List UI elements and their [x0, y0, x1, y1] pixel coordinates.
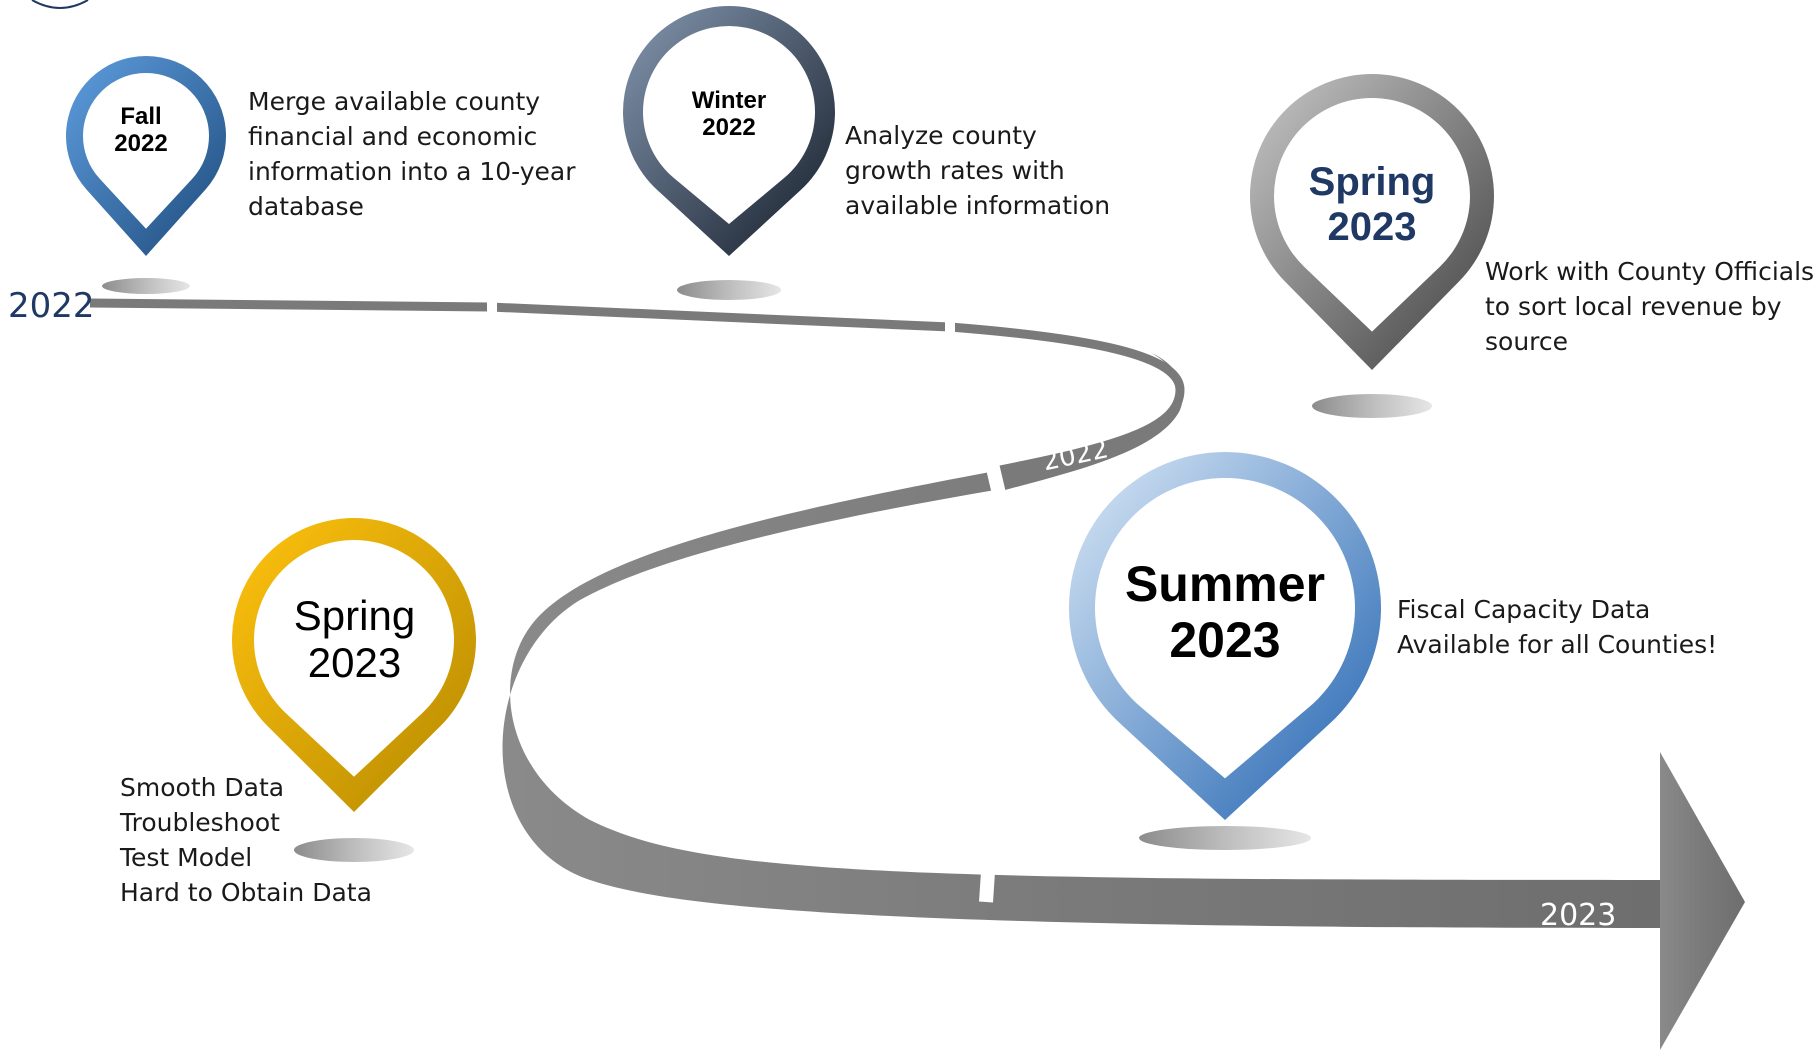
road-gap — [979, 841, 997, 903]
description-line: Fiscal Capacity Data — [1397, 595, 1651, 624]
milestone-season: Spring — [293, 592, 416, 639]
road-gap — [985, 462, 1007, 500]
description-line: growth rates with — [845, 156, 1065, 185]
map-pin-hole — [1274, 97, 1470, 332]
milestone-year: 2023 — [1327, 204, 1417, 249]
milestone-summer-2023-description: Fiscal Capacity Data Available for all C… — [1397, 592, 1717, 662]
description-line: database — [248, 192, 364, 221]
pin-shadow — [294, 838, 414, 862]
timeline-road-curve — [1000, 352, 1183, 490]
description-line: financial and economic — [248, 122, 538, 151]
milestone-year: 2022 — [702, 113, 756, 141]
milestone-fall-2022-label: Fall 2022 — [96, 103, 186, 158]
milestone-year: 2023 — [307, 639, 402, 687]
milestone-winter-2022-label: Winter 2022 — [674, 87, 784, 142]
milestone-spring-2023-gray-description: Work with County Officials to sort local… — [1485, 254, 1814, 359]
map-pin-icon — [66, 55, 227, 256]
description-line: available information — [845, 191, 1111, 220]
milestone-year: 2022 — [114, 129, 168, 157]
timeline-end-year: 2023 — [1540, 898, 1617, 933]
description-line: Test Model — [120, 843, 253, 872]
milestone-season: Fall — [120, 103, 162, 130]
milestone-spring-2023-gold-label: Spring 2023 — [272, 592, 437, 686]
pin-shadow — [1312, 394, 1432, 418]
map-pin-icon — [231, 518, 476, 812]
milestone-season: Summer — [1124, 556, 1326, 612]
milestone-year: 2023 — [1169, 612, 1281, 668]
map-pin-icon — [1249, 74, 1494, 370]
milestone-summer-2023-label: Summer 2023 — [1115, 556, 1335, 668]
timeline-start-year: 2022 — [8, 286, 95, 326]
pin-shadow — [1139, 826, 1311, 850]
milestone-fall-2022-description: Merge available county financial and eco… — [248, 84, 576, 224]
description-line: Analyze county — [845, 121, 1037, 150]
description-line: Merge available county — [248, 87, 541, 116]
pin-shadow — [677, 280, 781, 300]
description-line: Hard to Obtain Data — [120, 878, 372, 907]
map-pin-icon — [1068, 452, 1382, 820]
description-line: information into a 10-year — [248, 157, 576, 186]
milestone-spring-2023-gold-description: Smooth Data Troubleshoot Test Model Hard… — [120, 770, 372, 910]
timeline-road-top — [89, 298, 1185, 475]
map-pin-hole — [83, 73, 210, 229]
milestone-spring-2023-gray-label: Spring 2023 — [1297, 160, 1447, 250]
milestone-season: Spring — [1308, 160, 1436, 204]
timeline-arrow-head — [1660, 752, 1745, 1050]
pin-shadow — [102, 278, 190, 294]
description-line: Smooth Data — [120, 773, 285, 802]
milestone-winter-2022-description: Analyze county growth rates with availab… — [845, 118, 1110, 223]
milestone-season: Winter — [691, 87, 767, 114]
description-line: to sort local revenue by — [1485, 292, 1782, 321]
timeline-road-main — [502, 472, 1660, 928]
description-line: Available for all Counties! — [1397, 630, 1718, 659]
map-pin-hole — [1094, 478, 1355, 779]
seal-logo-fragment — [31, 0, 89, 9]
description-line: Troubleshoot — [120, 808, 280, 837]
map-pin-hole — [254, 540, 455, 777]
description-line: source — [1485, 327, 1569, 356]
description-line: Work with County Officials — [1485, 257, 1815, 286]
map-pin-hole — [643, 26, 815, 225]
map-pin-icon — [623, 6, 836, 257]
